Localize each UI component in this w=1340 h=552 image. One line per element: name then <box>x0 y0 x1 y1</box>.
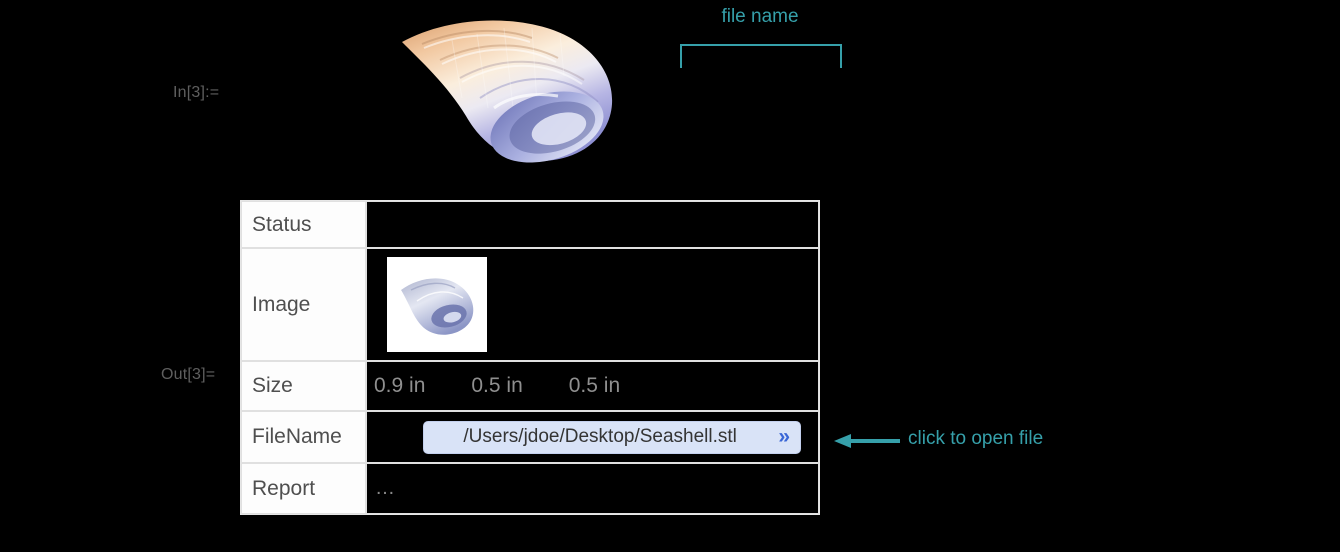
filename-link-field[interactable]: /Users/jdoe/Desktop/Seashell.stl » <box>423 420 801 454</box>
size-value-z: 0.5 in <box>568 374 621 397</box>
size-value-y: 0.5 in <box>471 374 523 397</box>
arrow-left-icon <box>834 434 900 448</box>
row-key-report: Report <box>241 463 366 514</box>
size-value-x: 0.9 in <box>374 374 426 397</box>
out-label: Out[3]= <box>161 366 216 383</box>
row-value-report: … <box>366 463 819 514</box>
row-key-size: Size <box>241 361 366 411</box>
row-key-status: Status <box>241 201 366 248</box>
row-value-image <box>366 248 819 361</box>
file-name-callout-label: file name <box>721 6 799 27</box>
seashell-3d-svg <box>402 20 613 163</box>
row-key-filename: FileName <box>241 411 366 463</box>
shell-thumbnail-svg <box>401 277 474 335</box>
file-name-bracket <box>680 44 842 68</box>
report-ellipsis: … <box>375 477 395 499</box>
click-to-open-arrow <box>832 431 902 456</box>
row-value-filename: /Users/jdoe/Desktop/Seashell.stl » <box>366 411 819 463</box>
size-values: 0.9 in 0.5 in 0.5 in <box>367 374 620 398</box>
open-file-button[interactable]: » <box>778 424 790 448</box>
in-label: In[3]:= <box>173 84 220 101</box>
seashell-3d-graphic[interactable] <box>382 12 654 172</box>
click-to-open-callout-label: click to open file <box>908 428 1044 449</box>
printout3d-result-table: Status Image <box>240 200 820 515</box>
row-value-status <box>366 201 819 248</box>
filename-path-text: /Users/jdoe/Desktop/Seashell.stl <box>463 426 737 447</box>
row-key-image: Image <box>241 248 366 361</box>
shell-thumbnail[interactable] <box>387 257 487 352</box>
row-value-size: 0.9 in 0.5 in 0.5 in <box>366 361 819 411</box>
